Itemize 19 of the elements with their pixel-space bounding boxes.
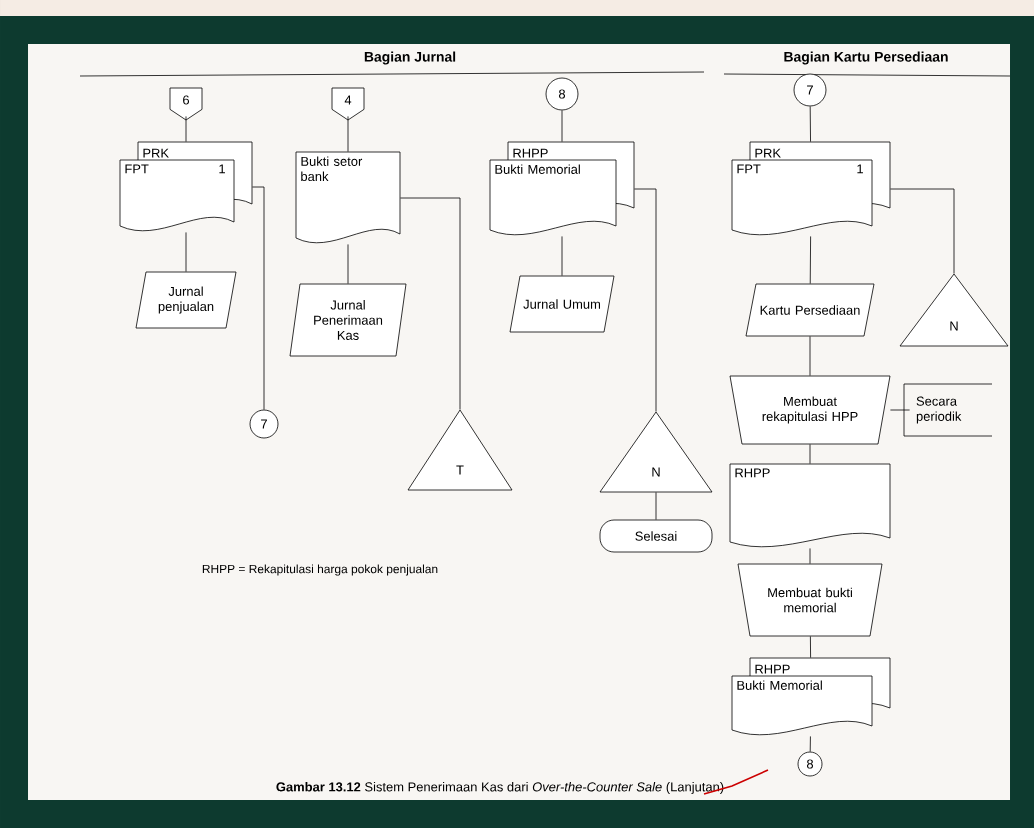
connector-line <box>809 106 811 142</box>
connector-line <box>655 492 657 520</box>
connector-line <box>400 197 461 410</box>
connector-line <box>185 116 187 142</box>
connector-line <box>809 336 811 376</box>
connector-line <box>809 548 811 564</box>
connector-line <box>890 188 955 274</box>
connector-line <box>561 110 563 142</box>
connector-line <box>809 736 811 752</box>
connector-line <box>347 116 349 152</box>
connector-line <box>809 236 811 284</box>
connector-line <box>810 636 811 658</box>
connector-line <box>347 244 349 284</box>
connector-line <box>252 186 265 410</box>
connector-line <box>634 188 657 412</box>
connector-line <box>890 409 910 411</box>
connector-line <box>185 232 187 272</box>
connector-line <box>561 236 563 276</box>
connector-line <box>809 444 811 464</box>
